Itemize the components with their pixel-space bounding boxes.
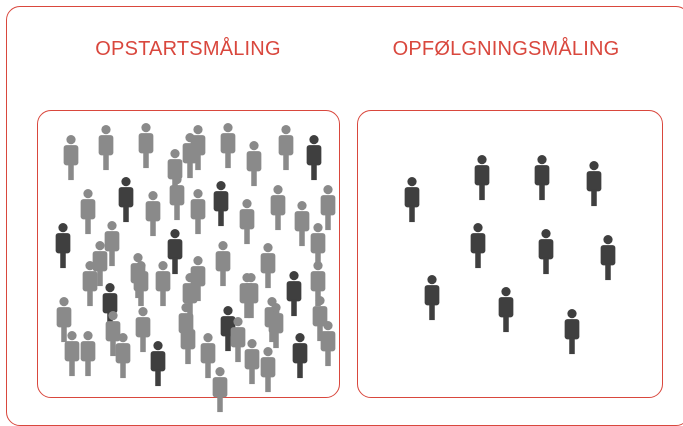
light-person-figure-19	[104, 221, 120, 267]
follow-person-figure-10	[564, 309, 580, 355]
light-person-figure-2	[98, 125, 114, 171]
follow-person-figure-5	[470, 223, 486, 269]
light-person-figure-12	[169, 175, 185, 221]
light-person-figure-43	[212, 367, 228, 413]
light-person-figure-48	[260, 347, 276, 393]
light-person-figure-30	[239, 273, 255, 319]
light-person-figure-28	[155, 261, 171, 307]
light-person-figure-15	[270, 185, 286, 231]
light-person-figure-46	[178, 303, 194, 349]
light-person-figure-41	[268, 303, 284, 349]
dark-person-figure-10	[292, 333, 308, 379]
light-person-figure-36	[135, 307, 151, 353]
follow-crowd-figures	[404, 155, 616, 355]
follow-person-figure-1	[404, 177, 420, 223]
light-person-figure-16	[294, 201, 310, 247]
light-person-figure-21	[190, 256, 206, 302]
light-person-figure-10	[80, 189, 96, 235]
follow-person-figure-3	[534, 155, 550, 201]
title-opstartsmaaling: OPSTARTSMÅLING	[95, 38, 281, 60]
follow-person-figure-2	[474, 155, 490, 201]
follow-person-figure-6	[538, 229, 554, 275]
dark-person-figure-9	[150, 341, 166, 387]
follow-person-figure-9	[498, 287, 514, 333]
light-person-figure-42	[320, 321, 336, 367]
light-person-figure-38	[200, 333, 216, 379]
dark-person-figure-3	[213, 181, 229, 227]
light-person-figure-24	[260, 243, 276, 289]
light-person-figure-39	[230, 317, 246, 363]
title-opfoelgningsmaaling: OPFØLGNINGSMÅLING	[392, 38, 620, 60]
light-person-figure-8	[246, 141, 262, 187]
light-person-figure-40	[244, 339, 260, 385]
follow-person-figure-8	[424, 275, 440, 321]
dark-person-figure-5	[167, 229, 183, 275]
light-person-figure-34	[80, 331, 96, 377]
follow-person-figure-7	[600, 235, 616, 281]
light-person-figure-17	[320, 185, 336, 231]
panel-follow-crowd	[357, 110, 663, 398]
light-person-figure-22	[215, 241, 231, 287]
light-person-figure-6	[190, 125, 206, 171]
light-person-figure-44	[312, 296, 328, 342]
light-person-figure-14	[239, 199, 255, 245]
dark-person-figure-8	[286, 271, 302, 317]
dark-person-figure-6	[102, 283, 118, 329]
panel-start-crowd	[37, 110, 340, 413]
light-person-figure-47	[105, 311, 121, 357]
light-person-figure-3	[138, 123, 154, 169]
dark-person-figure-1	[306, 135, 322, 181]
light-person-figure-1	[63, 135, 79, 181]
light-person-figure-26	[82, 261, 98, 307]
light-person-figure-45	[64, 331, 80, 377]
light-person-figure-7	[220, 123, 236, 169]
light-person-figure-9	[278, 125, 294, 171]
light-person-figure-33	[56, 297, 72, 343]
light-person-figure-35	[115, 333, 131, 379]
light-person-figure-25	[310, 223, 326, 269]
start-crowd-figures	[55, 123, 336, 413]
light-person-figure-18	[92, 241, 108, 287]
light-person-figure-13	[190, 189, 206, 235]
dark-person-figure-2	[118, 177, 134, 223]
light-person-figure-11	[145, 191, 161, 237]
follow-person-figure-4	[586, 161, 602, 207]
light-person-figure-27	[130, 253, 146, 299]
dark-person-figure-4	[55, 223, 71, 269]
